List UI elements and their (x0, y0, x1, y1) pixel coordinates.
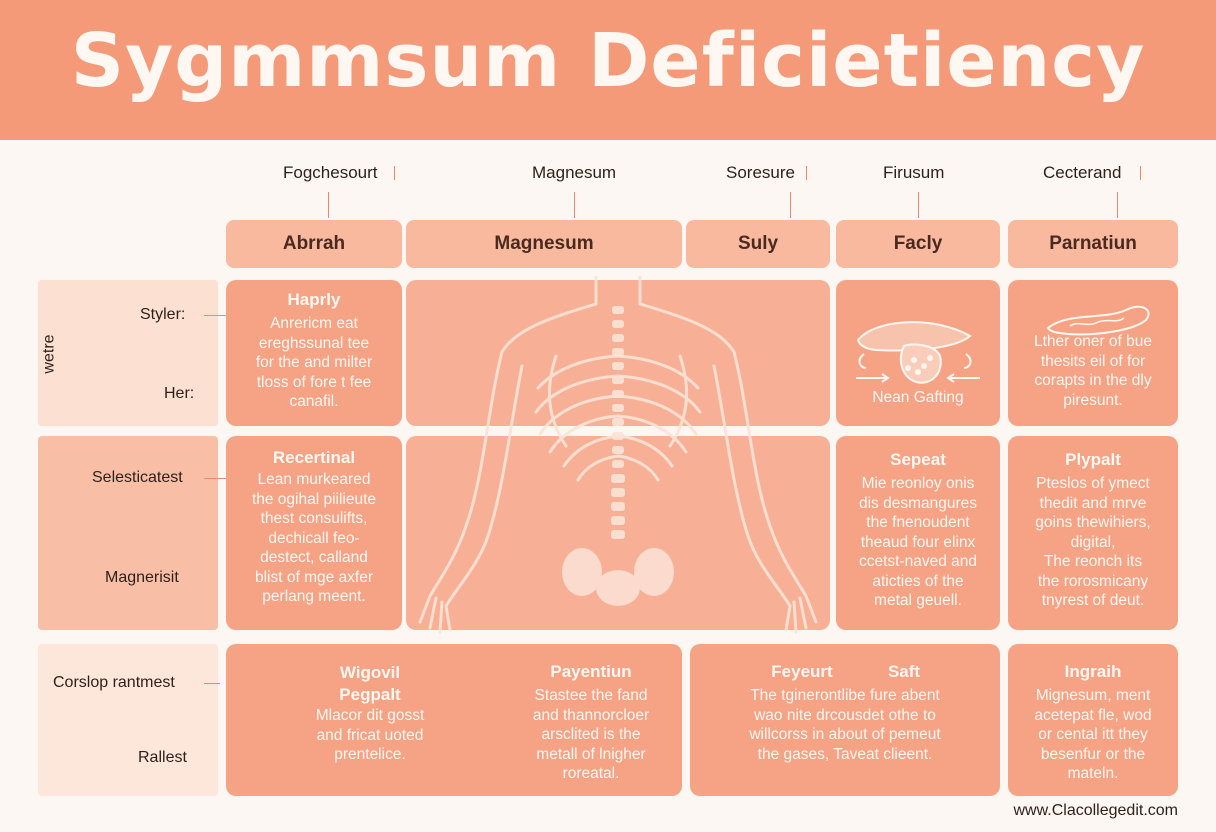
footer-url: www.Clacollegedit.com (1013, 802, 1178, 819)
side-box-2 (38, 436, 218, 630)
card-r3-c5-text: Mignesum, ment acetepat fle, wod or cent… (1034, 687, 1152, 782)
card-r3-c2-text: Stastee the fand and thannorcloer arscli… (532, 687, 650, 782)
card-r2-c4: Sepeat Mie reonloy onis dis desmangures … (836, 436, 1000, 630)
card-r2-c5-title: Plypalt (1065, 450, 1121, 469)
skeleton-illustration-icon (418, 276, 818, 634)
card-r3-c1-title: Wigovil Pegpalt (339, 663, 401, 704)
card-r3-c1-text: Mlacor dit gosst and fricat uoted prente… (315, 707, 425, 763)
side-label-corslop-connector (204, 683, 220, 684)
side-label-corslop: Corslop rantmest (53, 674, 175, 691)
side-vertical-label: wetre (40, 334, 58, 374)
top-label-2-connector (574, 192, 575, 218)
column-header-2: Magnesum (406, 220, 682, 268)
card-r3-c3-text: The tginerontlibe fure abent wao nite dr… (749, 687, 941, 763)
top-label-4-connector (918, 192, 919, 218)
title-banner: Sygmmsum Deficietiency (0, 0, 1216, 140)
card-r1-c5-text: Lther oner of bue thesits eil of for cor… (1033, 333, 1153, 409)
top-label-1-divider (394, 166, 395, 180)
card-r1-c1: Haprly Anrericm eat ereghssunal tee for … (226, 280, 402, 426)
side-label-styler-connector (204, 315, 228, 316)
side-label-styler: Styler: (140, 306, 186, 323)
card-r2-c1: Recertinal Lean murkeared the ogihal pii… (226, 436, 402, 630)
top-label-2: Magnesum (532, 163, 617, 182)
card-r2-c1-title: Recertinal (272, 448, 356, 467)
top-label-5-divider (1140, 166, 1141, 180)
card-r3-c3: Feyeurt Saft The tginerontlibe fure aben… (690, 644, 1000, 796)
card-r1-c1-text: Anrericm eat ereghssunal tee for the and… (255, 315, 373, 410)
card-r3-c3-title2: Saft (887, 662, 921, 681)
side-label-rallest: Rallest (138, 749, 187, 766)
top-label-3: Soresure (726, 163, 795, 182)
organ-illustration-icon (856, 321, 980, 384)
card-r3-c1: Wigovil Pegpalt Mlacor dit gosst and fri… (226, 644, 682, 796)
side-box-1 (38, 280, 218, 426)
column-header-5: Parnatiun (1008, 220, 1178, 268)
top-label-3-connector (790, 192, 791, 218)
top-label-5: Cecterand (1043, 163, 1122, 182)
top-label-3-divider (806, 166, 807, 180)
top-label-1: Fogchesourt (283, 163, 378, 182)
card-r2-c1-text: Lean murkeared the ogihal piilieute thes… (251, 471, 377, 605)
top-label-5-connector (1117, 192, 1118, 218)
side-box-3 (38, 644, 218, 796)
side-label-selesticatest-connector (204, 478, 228, 479)
column-header-4: Facly (836, 220, 1000, 268)
card-r2-c4-title: Sepeat (890, 450, 946, 469)
card-r3-c3-title1: Feyeurt (771, 662, 833, 681)
card-r3-c2-title: Payentiun (550, 662, 632, 681)
card-r2-c4-text: Mie reonloy onis dis desmangures the fne… (858, 475, 978, 609)
column-header-3: Suly (686, 220, 830, 268)
card-r2-c5-text: Pteslos of ymect thedit and mrve goins t… (1035, 475, 1151, 609)
side-label-selesticatest: Selesticatest (92, 469, 183, 486)
top-label-4: Firusum (883, 163, 945, 182)
card-r3-c5: Ingraih Mignesum, ment acetepat fle, wod… (1008, 644, 1178, 796)
organ-outline-icon (1046, 305, 1150, 336)
card-r1-c4: Nean Gafting (836, 280, 1000, 426)
card-r1-c5: Lther oner of bue thesits eil of for cor… (1008, 280, 1178, 426)
top-label-1-connector (328, 192, 329, 218)
side-label-her: Her: (164, 385, 195, 402)
card-r1-c4-caption: Nean Gafting (872, 389, 964, 406)
card-r1-c1-title: Haprly (287, 290, 341, 309)
card-r3-c5-title: Ingraih (1064, 662, 1122, 681)
side-label-magnerisit: Magnerisit (105, 569, 179, 586)
column-header-1: Abrrah (226, 220, 402, 268)
page-title: Sygmmsum Deficietiency (70, 18, 1146, 104)
card-r2-c5: Plypalt Pteslos of ymect thedit and mrve… (1008, 436, 1178, 630)
